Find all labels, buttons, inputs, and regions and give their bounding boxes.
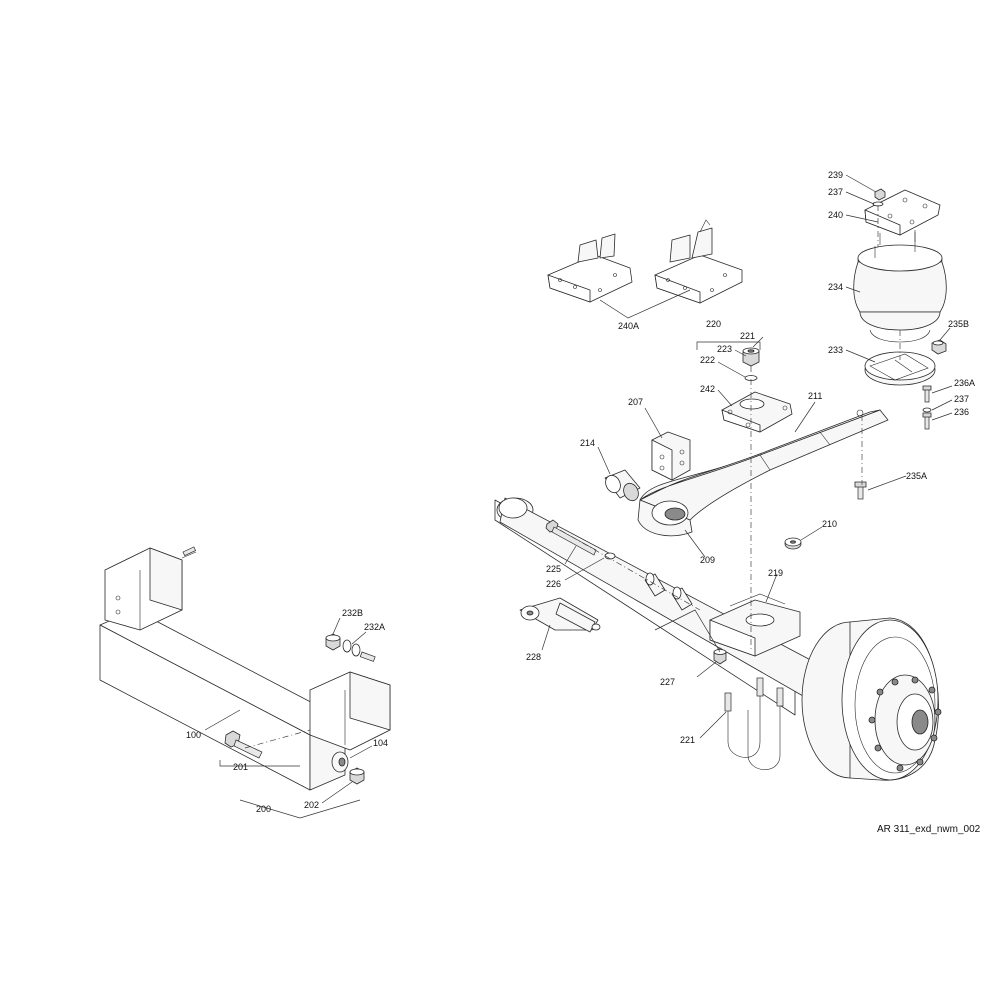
callout-233: 233 bbox=[828, 345, 843, 355]
pivot-bushing-left bbox=[644, 572, 666, 597]
callout-237: 237 bbox=[828, 187, 843, 197]
callout-232b: 232B bbox=[342, 608, 363, 618]
bolt-236 bbox=[922, 412, 932, 430]
callout-104: 104 bbox=[373, 738, 388, 748]
trailing-arm-211 bbox=[637, 409, 889, 537]
bushing-104 bbox=[331, 751, 349, 773]
callout-225: 225 bbox=[546, 564, 561, 574]
washer-226 bbox=[604, 552, 616, 560]
callout-200: 200 bbox=[256, 804, 271, 814]
washer-232a-a bbox=[342, 639, 352, 653]
cross-member-100 bbox=[99, 546, 391, 791]
callout-242: 242 bbox=[700, 384, 715, 394]
callout-211: 211 bbox=[808, 391, 822, 401]
shock-absorber-228 bbox=[519, 597, 601, 633]
leader-lines bbox=[204, 174, 953, 819]
callout-209: 209 bbox=[700, 555, 715, 565]
nut-235b bbox=[931, 339, 947, 355]
nut-239 bbox=[872, 188, 886, 207]
bushing-214 bbox=[604, 469, 641, 502]
bolt-235a bbox=[854, 481, 867, 500]
callout-237-lower: 237 bbox=[954, 394, 969, 404]
nut-227 bbox=[713, 647, 727, 665]
washer-210 bbox=[784, 537, 802, 550]
nut-221-top bbox=[742, 347, 760, 367]
callout-240a: 240A bbox=[618, 321, 639, 331]
callout-202: 202 bbox=[304, 800, 319, 810]
callout-223: 223 bbox=[717, 344, 732, 354]
bolt-225 bbox=[545, 519, 597, 556]
axle-seat-219 bbox=[709, 593, 801, 657]
bolt-201 bbox=[224, 730, 263, 759]
callout-221-bottom: 221 bbox=[680, 735, 695, 745]
callout-228: 228 bbox=[526, 652, 541, 662]
callout-labels: 239 237 240 234 235B 233 236A 237 236 24… bbox=[186, 170, 975, 814]
callout-235b: 235B bbox=[948, 319, 969, 329]
callout-239: 239 bbox=[828, 170, 843, 180]
piston-plate-233 bbox=[864, 351, 936, 386]
callout-226: 226 bbox=[546, 579, 561, 589]
clamp-plate-242 bbox=[721, 391, 793, 433]
callout-227: 227 bbox=[660, 677, 675, 687]
callout-232a: 232A bbox=[364, 622, 385, 632]
callout-201: 201 bbox=[233, 762, 248, 772]
u-bolt-221 bbox=[724, 677, 784, 770]
bolt-236a bbox=[922, 385, 932, 403]
callout-235a: 235A bbox=[906, 471, 927, 481]
bracket-240a-right bbox=[654, 219, 743, 304]
callout-210: 210 bbox=[822, 519, 837, 529]
drawing-id: AR 311_exd_nwm_002 bbox=[877, 824, 981, 835]
brake-drum-hub bbox=[801, 617, 942, 781]
nut-232b bbox=[325, 633, 341, 651]
callout-222: 222 bbox=[700, 355, 715, 365]
washer-237 bbox=[922, 407, 932, 413]
callout-219: 219 bbox=[768, 568, 783, 578]
washer-232a-b bbox=[351, 643, 361, 657]
stud-232 bbox=[359, 651, 376, 662]
callout-240: 240 bbox=[828, 210, 843, 220]
callout-234: 234 bbox=[828, 282, 843, 292]
callout-236: 236 bbox=[954, 407, 969, 417]
callout-207: 207 bbox=[628, 397, 643, 407]
bracket-240a-left bbox=[547, 233, 633, 303]
air-bellow-234 bbox=[853, 232, 947, 343]
callout-214: 214 bbox=[580, 438, 595, 448]
callout-100: 100 bbox=[186, 730, 201, 740]
callout-220: 220 bbox=[706, 319, 721, 329]
callout-236a: 236A bbox=[954, 378, 975, 388]
callout-221-top: 221 bbox=[740, 331, 755, 341]
top-plate-240 bbox=[864, 189, 941, 236]
nut-202 bbox=[349, 767, 365, 785]
hanger-bracket-207 bbox=[651, 431, 691, 481]
